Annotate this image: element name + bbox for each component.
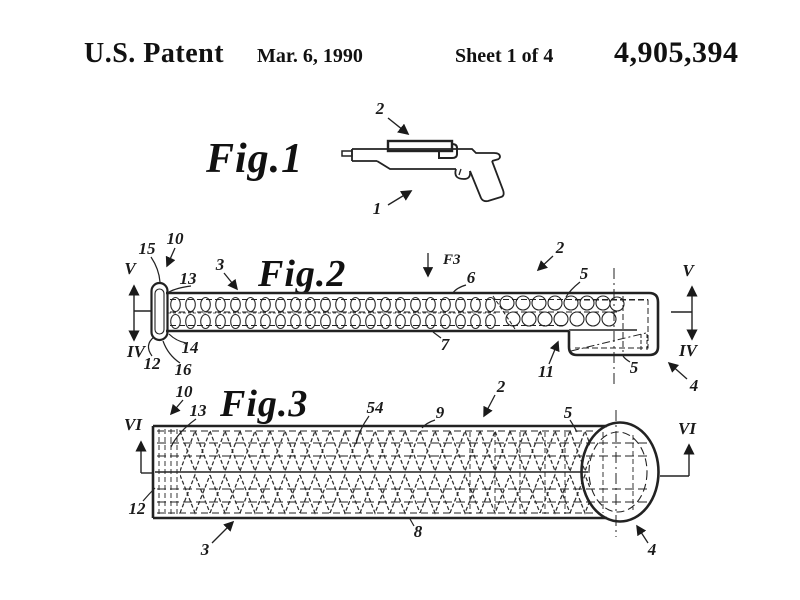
ref-label-fig2-5-bottom: 5 bbox=[630, 358, 639, 377]
fig2-balls bbox=[499, 295, 625, 327]
leader-fig1-2 bbox=[387, 117, 410, 136]
pistol-drawing bbox=[341, 139, 505, 203]
ref-label-fig2-14: 14 bbox=[182, 338, 199, 357]
ref-label-fig3-2: 2 bbox=[496, 377, 506, 396]
ref-label-fig3-13: 13 bbox=[190, 401, 208, 420]
ref-label-fig2-11: 11 bbox=[538, 362, 554, 381]
ref-label-fig3-4: 4 bbox=[647, 540, 657, 559]
ref-label-fig2-4: 4 bbox=[689, 376, 699, 395]
ref-label-fig3-8: 8 bbox=[414, 522, 423, 541]
ref-label-fig3-9: 9 bbox=[436, 403, 445, 422]
ref-label-fig3-54: 54 bbox=[367, 398, 384, 417]
ref-label-fig2-13: 13 bbox=[180, 269, 198, 288]
ref-label-fig3-10: 10 bbox=[176, 382, 194, 401]
figure-2: Fig.2 bbox=[124, 229, 698, 395]
fig2-reference-labels: 15 10 13 3 F3 6 2 5 7 11 5 bbox=[139, 229, 699, 395]
ref-label-fig2-f3: F3 bbox=[442, 252, 461, 268]
ref-label-fig1-1: 1 bbox=[373, 199, 382, 218]
ref-label-fig2-15: 15 bbox=[139, 239, 157, 258]
ref-label-fig2-6: 6 bbox=[467, 268, 476, 287]
patent-date: Mar. 6, 1990 bbox=[257, 45, 363, 67]
ref-label-fig3-3: 3 bbox=[200, 540, 210, 559]
belt-case-outline bbox=[386, 139, 454, 153]
patent-number: 4,905,394 bbox=[614, 36, 739, 69]
fig3-label: Fig.3 bbox=[219, 383, 308, 425]
fig3-section-markers: VI VI bbox=[124, 415, 697, 477]
section-vi-right: VI bbox=[678, 419, 697, 438]
fig3-reference-labels: 10 13 54 9 2 5 12 3 8 4 bbox=[129, 377, 657, 559]
section-v-left: V bbox=[124, 259, 137, 278]
fig2-end-loop bbox=[150, 281, 169, 342]
section-vi-left: VI bbox=[124, 415, 143, 434]
patent-title: U.S. Patent bbox=[84, 38, 225, 69]
ref-label-fig3-12: 12 bbox=[129, 499, 147, 518]
ref-label-fig2-10: 10 bbox=[167, 229, 185, 248]
fig2-section-markers: V IV V IV bbox=[124, 259, 698, 361]
fig2-weave-texture bbox=[168, 296, 498, 329]
ref-label-fig2-7: 7 bbox=[441, 335, 451, 354]
ref-label-fig2-2: 2 bbox=[555, 238, 565, 257]
fig2-belt-outline bbox=[166, 291, 660, 357]
ref-label-fig3-5: 5 bbox=[564, 403, 573, 422]
section-iv-left: IV bbox=[126, 342, 147, 361]
figure-3: Fig.3 bbox=[124, 377, 697, 559]
section-v-right: V bbox=[682, 261, 695, 280]
section-iv-right: IV bbox=[678, 341, 699, 360]
ref-label-fig1-2: 2 bbox=[375, 99, 385, 118]
fig2-label: Fig.2 bbox=[257, 253, 346, 295]
ref-label-fig2-5-top: 5 bbox=[580, 264, 589, 283]
fig1-label: Fig.1 bbox=[205, 136, 303, 182]
figure-1: Fig.1 2 1 bbox=[205, 99, 505, 218]
fig3-inner-lines bbox=[155, 432, 650, 514]
ref-label-fig2-16: 16 bbox=[175, 360, 193, 379]
sheet-number: Sheet 1 of 4 bbox=[455, 45, 554, 67]
ref-label-fig2-12: 12 bbox=[144, 354, 162, 373]
ref-label-fig2-3: 3 bbox=[215, 255, 225, 274]
fig2-container-details bbox=[492, 268, 649, 385]
leader-fig1-1 bbox=[387, 190, 413, 206]
fig3-roll-end bbox=[580, 410, 660, 537]
